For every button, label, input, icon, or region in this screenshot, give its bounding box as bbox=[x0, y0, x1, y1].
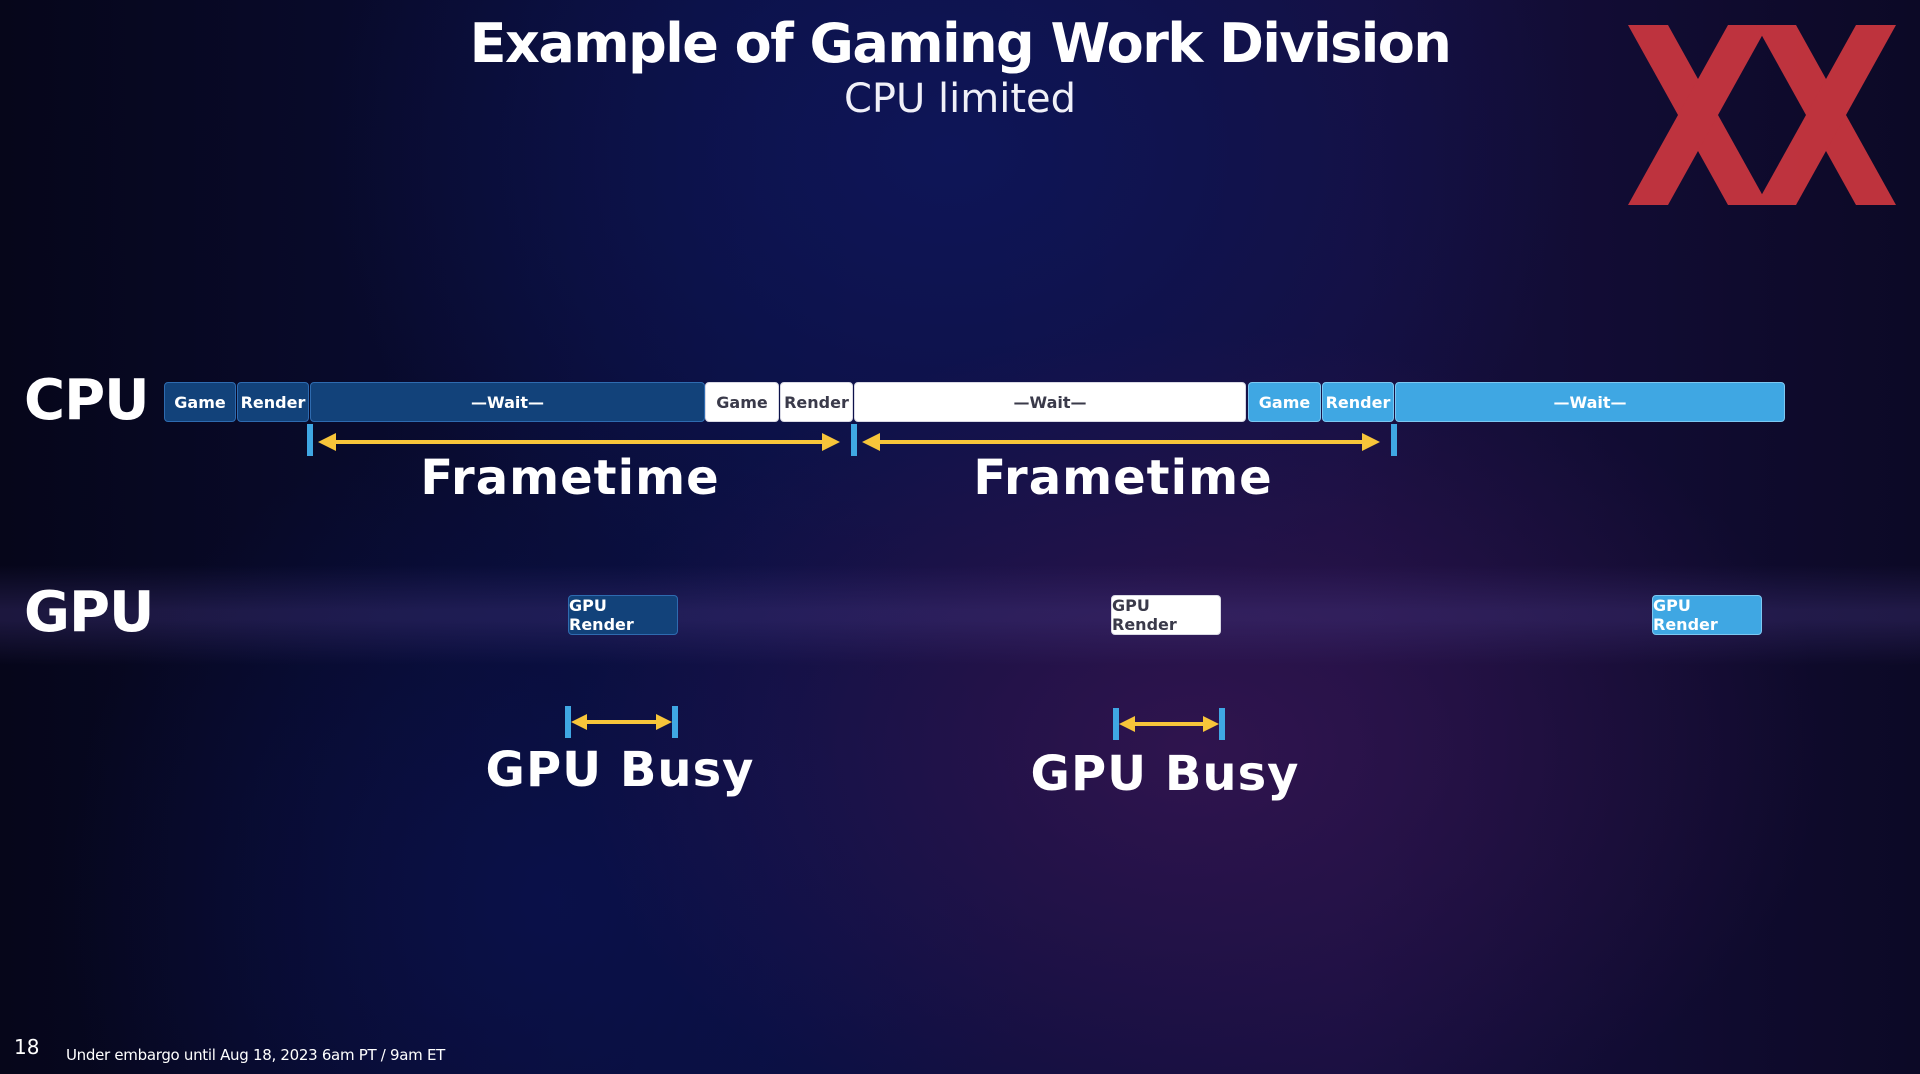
cpu-frame2-game: Game bbox=[705, 382, 779, 422]
cpu-frame2-render: Render bbox=[780, 382, 853, 422]
page-number: 18 bbox=[14, 1035, 40, 1059]
gpu-render-block-2: GPU Render bbox=[1111, 595, 1221, 635]
frametime1-start-tick bbox=[307, 424, 313, 456]
gpu-busy1-end-tick bbox=[672, 706, 678, 738]
frametime1-arrow bbox=[318, 433, 840, 451]
gpu-row-label: GPU bbox=[24, 580, 154, 645]
slide-title: Example of Gaming Work Division bbox=[469, 12, 1452, 75]
cpu-frame1-render: Render bbox=[237, 382, 309, 422]
gpu-busy2-end-tick bbox=[1219, 708, 1225, 740]
cpu-frame3-render: Render bbox=[1322, 382, 1394, 422]
gpu-render-block-1: GPU Render bbox=[568, 595, 678, 635]
gpu-busy2-label: GPU Busy bbox=[1030, 746, 1300, 802]
frametime2-arrow bbox=[862, 433, 1380, 451]
gpu-busy2-start-tick bbox=[1113, 708, 1119, 740]
gpu-busy1-label: GPU Busy bbox=[485, 742, 755, 798]
xx-logo-icon bbox=[1628, 25, 1896, 205]
frametime2-label: Frametime bbox=[973, 450, 1273, 506]
slide-subtitle: CPU limited bbox=[843, 76, 1077, 122]
embargo-notice: Under embargo until Aug 18, 2023 6am PT … bbox=[66, 1046, 445, 1064]
frametime1-label: Frametime bbox=[420, 450, 720, 506]
gpu-lane-band bbox=[0, 565, 1920, 665]
gpu-busy1-arrow bbox=[571, 714, 672, 730]
cpu-frame2-wait: —Wait— bbox=[854, 382, 1246, 422]
frametime2-end-tick bbox=[1391, 424, 1397, 456]
gpu-busy1-start-tick bbox=[565, 706, 571, 738]
gpu-render-block-3: GPU Render bbox=[1652, 595, 1762, 635]
cpu-frame1-game: Game bbox=[164, 382, 236, 422]
cpu-row-label: CPU bbox=[24, 368, 150, 433]
cpu-frame1-wait: —Wait— bbox=[310, 382, 705, 422]
frametime-boundary-tick bbox=[851, 424, 857, 456]
gpu-busy2-arrow bbox=[1119, 716, 1219, 732]
cpu-frame3-wait: —Wait— bbox=[1395, 382, 1785, 422]
cpu-frame3-game: Game bbox=[1248, 382, 1321, 422]
